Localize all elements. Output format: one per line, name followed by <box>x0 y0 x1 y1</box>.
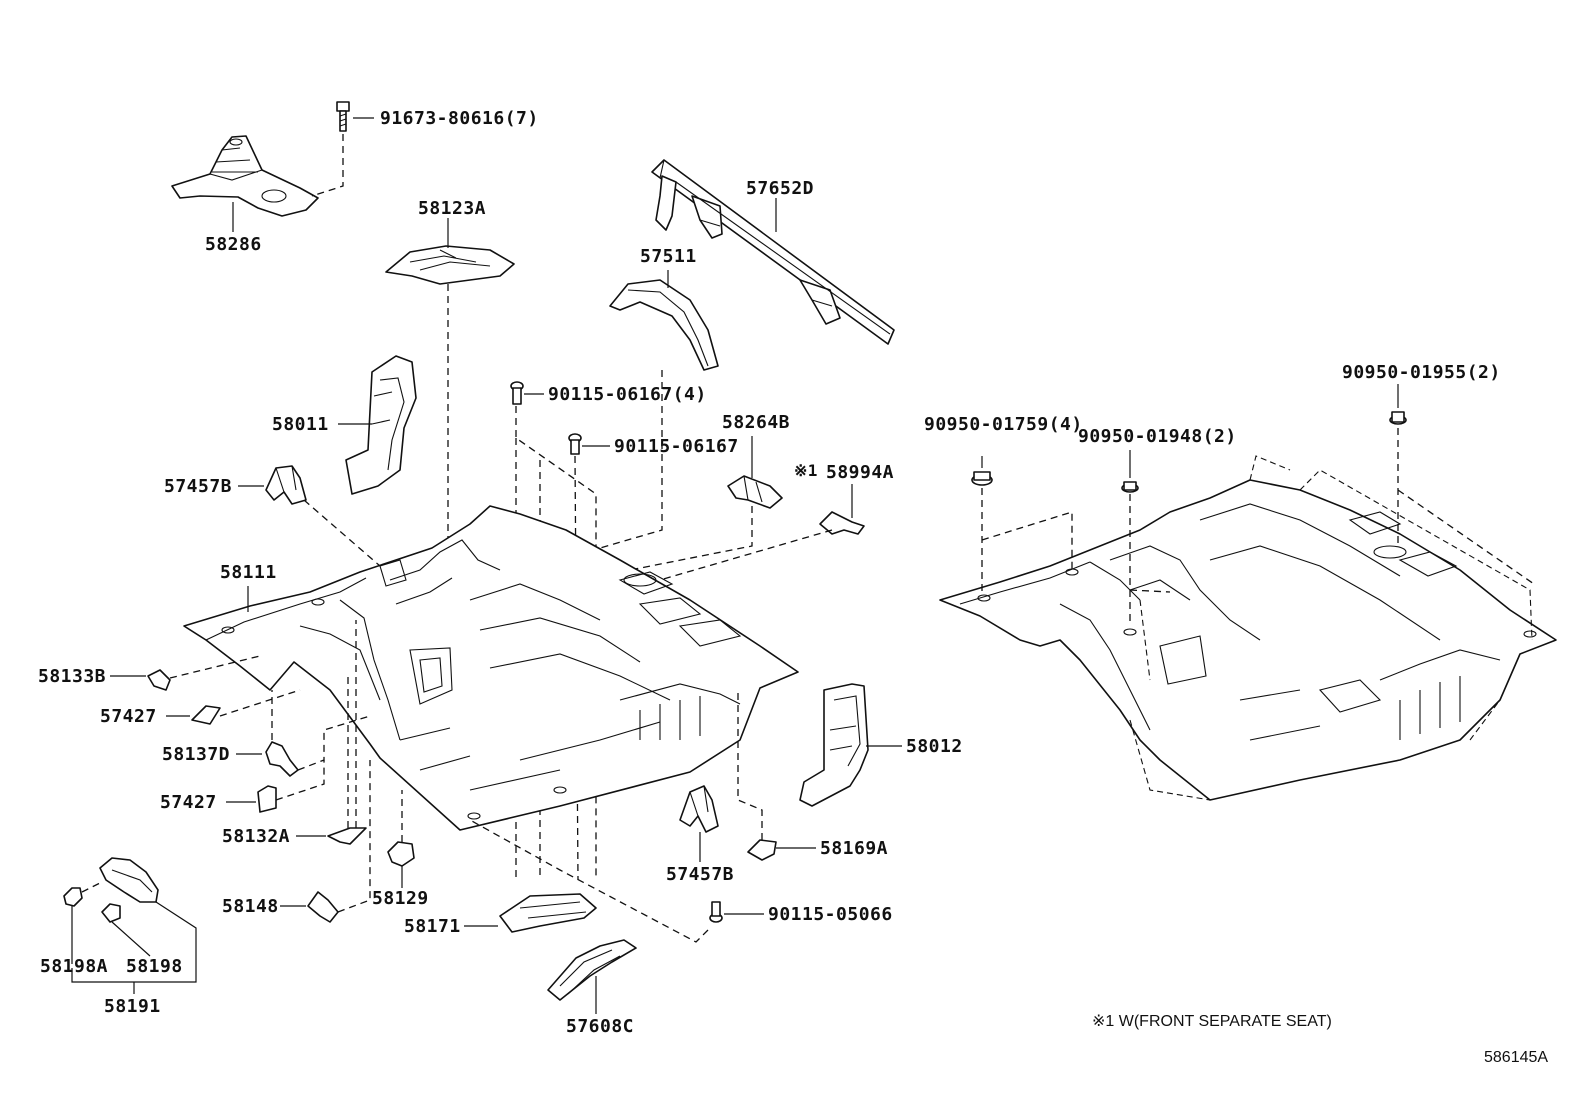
label-91673-80616: 91673-80616(7) <box>380 108 539 129</box>
dash-line-57427-lower <box>275 760 325 801</box>
label-57427-lower: 57427 <box>160 792 217 813</box>
part-58111-floor-pan <box>183 505 799 831</box>
note-mark-58994A: ※1 <box>794 461 818 480</box>
part-58171-plate <box>499 893 597 933</box>
part-58198A-clip <box>63 887 83 907</box>
dash-line-57457B-upper <box>303 499 381 567</box>
part-57511-brace <box>609 279 719 371</box>
part-58191-bracket-assy <box>99 857 159 903</box>
part-58169A-bracket <box>747 839 777 861</box>
label-58198: 58198 <box>126 956 183 977</box>
dash-line-57427-upper <box>219 689 301 717</box>
label-57457B-upper: 57457B <box>164 476 232 497</box>
part-58129-bracket <box>387 841 415 867</box>
plug-90950-01759 <box>971 471 993 486</box>
label-58129: 58129 <box>372 888 429 909</box>
label-58132A: 58132A <box>222 826 290 847</box>
bolt-90115-06167-a <box>510 381 524 405</box>
label-58137D: 58137D <box>162 744 230 765</box>
leader-58191-group <box>71 901 197 983</box>
label-90115-06167: 90115-06167 <box>614 436 739 457</box>
bolt-91673-80616 <box>336 101 350 132</box>
dash-line-58198A <box>81 881 103 893</box>
label-58191: 58191 <box>104 996 161 1017</box>
dash-line-58169A <box>737 690 763 840</box>
label-90950-01759-4: 90950-01759(4) <box>924 414 1083 435</box>
label-58198A: 58198A <box>40 956 108 977</box>
part-58012-panel <box>799 683 869 807</box>
bolt-90115-06167-b <box>568 433 582 455</box>
label-90950-01948-2: 90950-01948(2) <box>1078 426 1237 447</box>
label-57652D: 57652D <box>746 178 814 199</box>
label-57511: 57511 <box>640 246 697 267</box>
part-58148-bracket <box>307 891 339 923</box>
part-58133B-clip <box>147 669 171 691</box>
plug-90950-01955 <box>1389 411 1407 425</box>
label-58169A: 58169A <box>820 838 888 859</box>
part-57608C-brace <box>547 939 637 1001</box>
label-58133B: 58133B <box>38 666 106 687</box>
label-57427-upper: 57427 <box>100 706 157 727</box>
dash-line-58133B <box>169 655 261 679</box>
plug-90950-01948 <box>1121 481 1139 493</box>
label-58011: 58011 <box>272 414 329 435</box>
part-57457B-upper-bracket <box>265 465 307 505</box>
label-58264B: 58264B <box>722 412 790 433</box>
part-58286-shift-boot-cover <box>171 135 319 217</box>
label-90950-01955-2: 90950-01955(2) <box>1342 362 1501 383</box>
part-58137D-bracket <box>265 741 299 777</box>
label-58012: 58012 <box>906 736 963 757</box>
part-58264B-bracket <box>727 475 783 509</box>
label-90115-06167-4: 90115-06167(4) <box>548 384 707 405</box>
dash-line-90950-01955 <box>1397 428 1535 585</box>
label-58123A: 58123A <box>418 198 486 219</box>
part-57427-lower-pad <box>257 785 277 813</box>
dash-line-58132A <box>347 620 357 828</box>
dash-line-58137D <box>271 690 371 771</box>
dash-line-90950-01948 <box>1129 494 1171 626</box>
dash-line-90115-05066 <box>469 819 709 943</box>
label-57608C: 57608C <box>566 1016 634 1037</box>
dash-line-90950-01759 <box>981 488 1073 596</box>
dash-line-58994A <box>659 529 833 581</box>
part-58994A-bracket <box>819 511 865 535</box>
figure-code: 586145A <box>1484 1049 1548 1066</box>
part-57652D-crossmember <box>651 159 895 345</box>
label-58148: 58148 <box>222 896 279 917</box>
part-58132A-bracket <box>327 827 367 845</box>
part-58123A-bracket <box>385 245 515 285</box>
footnote: ※1 W(FRONT SEPARATE SEAT) <box>1092 1013 1332 1030</box>
part-58011-panel <box>345 355 417 495</box>
label-90115-05066: 90115-05066 <box>768 904 893 925</box>
label-58111: 58111 <box>220 562 277 583</box>
part-floor-pan-variant <box>939 455 1557 801</box>
bolt-90115-05066 <box>709 901 723 923</box>
part-58198-clip <box>101 903 121 923</box>
part-57457B-lower-bracket <box>679 785 719 833</box>
dash-line-57511 <box>599 370 663 549</box>
label-58171: 58171 <box>404 916 461 937</box>
label-58994A: 58994A <box>826 462 894 483</box>
part-57427-upper-pad <box>191 705 221 725</box>
dash-line-bolt-to-58286 <box>311 134 344 197</box>
label-57457B-lower: 57457B <box>666 864 734 885</box>
dash-line-58264B <box>619 506 753 573</box>
label-58286: 58286 <box>205 234 262 255</box>
